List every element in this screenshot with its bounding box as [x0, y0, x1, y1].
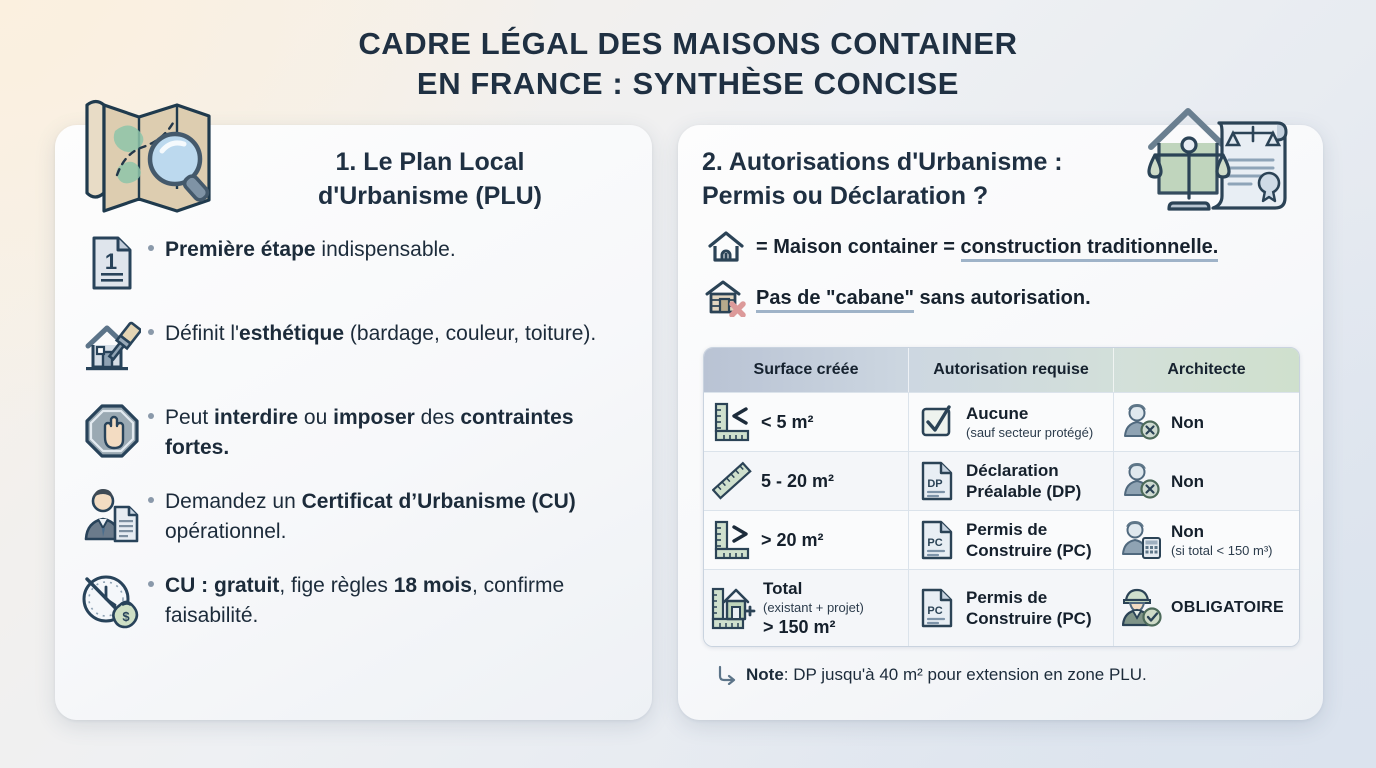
person-calculator-icon	[1120, 521, 1164, 559]
plu-bullet-list: 1 Première étape indispensable.	[81, 233, 636, 653]
bullet-dot	[143, 569, 159, 587]
list-item-text: Définit l'esthétique (bardage, couleur, …	[165, 322, 597, 345]
arrow-turn-down-right-icon	[716, 665, 738, 685]
cell-surface-value: Total	[763, 579, 803, 598]
cell-surface-value: < 5 m²	[761, 412, 814, 432]
document-one-icon: 1	[81, 233, 143, 291]
panel-autorisations-title: 2. Autorisations d'Urbanisme : Permis ou…	[702, 145, 1172, 213]
cell-surface-value: > 20 m²	[761, 530, 824, 550]
ruler-house-plus-icon	[710, 584, 756, 632]
cell-surface-value: 5 - 20 m²	[761, 471, 835, 491]
cell-authorization-value: Permis de Construire (PC)	[966, 588, 1092, 628]
table-row: > 20 m² PC Permis de Construire (PC)	[704, 510, 1299, 569]
official-person-document-icon	[81, 485, 143, 543]
clock-moneybag-free-icon: $	[81, 569, 143, 629]
cell-architect-value: OBLIGATOIRE	[1171, 599, 1284, 616]
ruler-less-than-icon	[710, 401, 754, 443]
list-item: Demandez un Certificat d’Urbanisme (CU) …	[81, 485, 636, 547]
column-header-surface: Surface créée	[704, 348, 909, 392]
document-pc-icon: PC	[915, 588, 959, 628]
table-row: < 5 m² Aucune (sauf secteur protégé)	[704, 392, 1299, 451]
document-pc-icon: PC	[915, 520, 959, 560]
list-item: $ CU : gratuit, fige règles 18 mois, con…	[81, 569, 636, 631]
table-footnote: Note : DP jusqu'à 40 m² pour extension e…	[716, 665, 1147, 685]
svg-text:1: 1	[105, 249, 117, 274]
cell-surface-note: (existant + projet)	[763, 600, 864, 615]
house-paintbrush-icon	[81, 317, 143, 373]
cell-surface-value2: > 150 m²	[763, 617, 836, 637]
svg-text:PC: PC	[927, 605, 942, 617]
list-item: Peut interdire ou imposer des contrainte…	[81, 401, 636, 463]
statement-maison-container: = Maison container = construction tradit…	[700, 229, 1300, 265]
svg-text:DP: DP	[927, 478, 942, 490]
person-cross-icon	[1120, 463, 1164, 499]
table-row: Total (existant + projet) > 150 m² PC Pe…	[704, 569, 1299, 646]
panel-plu-title: 1. Le Plan Local d'Urbanisme (PLU)	[235, 145, 625, 213]
cell-authorization-value: Aucune	[966, 404, 1029, 423]
cell-architect-value: Non	[1171, 522, 1205, 541]
document-dp-icon: DP	[915, 461, 959, 501]
footnote-label: Note	[746, 665, 784, 684]
page-title: Cadre légal des maisons container en Fra…	[0, 24, 1376, 104]
svg-text:$: $	[122, 609, 130, 624]
table-header-row: Surface créée Autorisation requise Archi…	[704, 348, 1299, 392]
cell-authorization-note: (sauf secteur protégé)	[966, 425, 1094, 440]
map-magnifier-icon	[69, 83, 219, 223]
panel-autorisations-title-line1: 2. Autorisations d'Urbanisme :	[702, 148, 1063, 176]
bullet-dot	[143, 233, 159, 251]
statement-cabane: Pas de "cabane" sans autorisation.	[700, 279, 1300, 317]
statement-text: = Maison container = construction tradit…	[752, 235, 1219, 262]
svg-text:PC: PC	[927, 537, 942, 549]
person-cross-icon	[1120, 404, 1164, 440]
panel-plu: 1. Le Plan Local d'Urbanisme (PLU) 1 Pre…	[55, 99, 652, 720]
list-item: Définit l'esthétique (bardage, couleur, …	[81, 317, 636, 379]
list-item: 1 Première étape indispensable.	[81, 233, 636, 295]
page-title-line2: en France : synthèse concise	[416, 66, 960, 101]
bullet-dot	[143, 401, 159, 419]
cell-authorization-value: Permis de Construire (PC)	[966, 520, 1092, 560]
table-row: 5 - 20 m² DP Déclaration Préalable (DP)	[704, 451, 1299, 510]
shed-crossed-out-icon	[700, 279, 752, 317]
cell-authorization-value: Déclaration Préalable (DP)	[966, 461, 1082, 501]
house-outline-icon	[700, 229, 752, 265]
panel-plu-title-line1: 1. Le Plan Local	[335, 148, 525, 176]
cell-architect-note: (si total < 150 m³)	[1171, 543, 1273, 558]
list-item-text: Peut interdire ou imposer des contrainte…	[165, 406, 574, 459]
bullet-dot	[143, 485, 159, 503]
list-item-text: CU : gratuit, fige règles 18 mois, confi…	[165, 574, 565, 627]
bullet-dot	[143, 317, 159, 335]
architect-helmet-check-icon	[1120, 588, 1164, 628]
panel-autorisations: 2. Autorisations d'Urbanisme : Permis ou…	[678, 108, 1323, 720]
authorizations-table: Surface créée Autorisation requise Archi…	[703, 347, 1300, 647]
panel-plu-title-line2: d'Urbanisme (PLU)	[317, 182, 543, 210]
page-title-line1: Cadre légal des maisons container	[358, 26, 1018, 61]
checkbox-check-icon	[915, 405, 959, 439]
statement-text: Pas de "cabane" sans autorisation.	[752, 286, 1091, 313]
list-item-text: Première étape indispensable.	[165, 238, 456, 261]
cell-architect-value: Non	[1171, 412, 1205, 432]
ruler-diagonal-icon	[710, 460, 754, 502]
cell-architect-value: Non	[1171, 471, 1205, 491]
ruler-greater-than-icon	[710, 519, 754, 561]
column-header-architect: Architecte	[1167, 361, 1246, 378]
autorisations-statements: = Maison container = construction tradit…	[700, 229, 1300, 331]
stop-hand-icon	[81, 401, 143, 459]
column-header-authorization: Autorisation requise	[909, 348, 1114, 392]
list-item-text: Demandez un Certificat d’Urbanisme (CU) …	[165, 490, 576, 543]
footnote-text: : DP jusqu'à 40 m² pour extension en zon…	[783, 665, 1147, 684]
house-scales-document-icon	[1133, 83, 1308, 228]
panel-autorisations-title-line2: Permis ou Déclaration ?	[702, 182, 989, 210]
